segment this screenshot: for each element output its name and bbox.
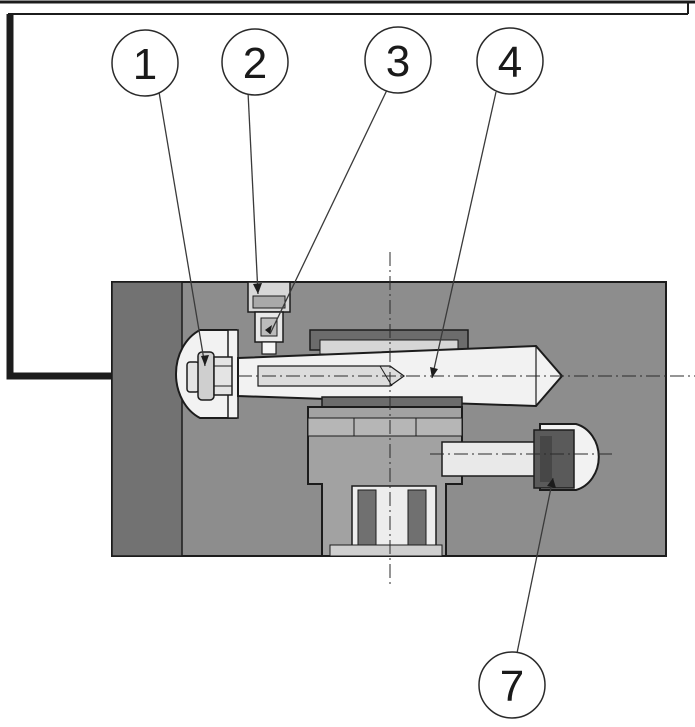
leader-3 — [269, 89, 388, 335]
callout-3-label: 3 — [386, 37, 410, 86]
callout-4: 4 — [476, 27, 544, 95]
callout-7-label: 7 — [500, 662, 524, 711]
lower-guide — [321, 396, 463, 408]
callout-4-label: 4 — [498, 38, 522, 87]
leader-arrowheads — [201, 283, 556, 488]
callout-2: 2 — [221, 28, 289, 96]
leader-7 — [516, 477, 554, 654]
callout-3: 3 — [364, 26, 432, 94]
side-plug — [441, 423, 600, 491]
callout-1: 1 — [111, 29, 179, 97]
lower-body — [307, 406, 463, 557]
leader-1 — [158, 91, 206, 367]
nozzle — [186, 351, 233, 401]
leader-2 — [247, 91, 259, 295]
center-lines — [238, 252, 695, 588]
callout-2-label: 2 — [243, 39, 267, 88]
leader-4 — [431, 91, 497, 379]
callout-7: 7 — [478, 651, 546, 719]
callout-1-label: 1 — [133, 40, 157, 89]
top-frame — [0, 0, 695, 15]
leader-lines — [158, 89, 554, 654]
